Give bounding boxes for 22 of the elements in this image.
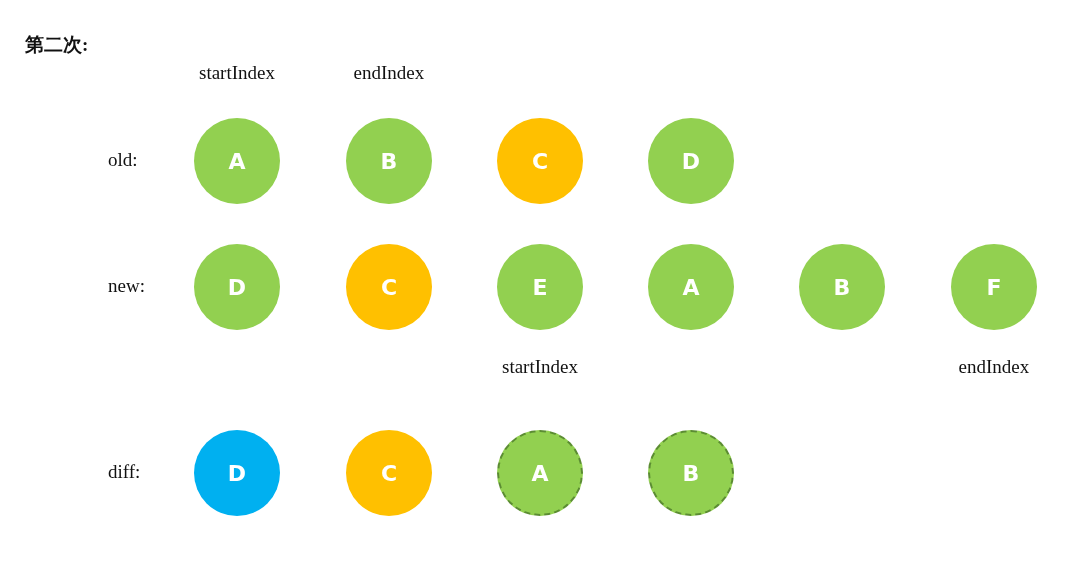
circle-node: D (194, 244, 280, 330)
index-pointer-label: startIndex (199, 62, 275, 84)
circle-node: C (497, 118, 583, 204)
circle-node: F (951, 244, 1037, 330)
title: 第二次: (25, 34, 89, 56)
index-pointer-label: endIndex (958, 356, 1030, 378)
circle-node: C (346, 244, 432, 330)
index-pointer-label: startIndex (502, 356, 578, 378)
circle-node: E (497, 244, 583, 330)
circle-node: A (194, 118, 280, 204)
circle-node: D (194, 430, 280, 516)
circle-node: B (799, 244, 885, 330)
row-label: diff: (108, 461, 141, 483)
row-label: new: (108, 275, 145, 297)
dashed-circle-node: A (497, 430, 583, 516)
circle-node: B (346, 118, 432, 204)
circle-node: A (648, 244, 734, 330)
circle-node: D (648, 118, 734, 204)
circle-node: C (346, 430, 432, 516)
index-pointer-label: endIndex (353, 62, 425, 84)
dashed-circle-node: B (648, 430, 734, 516)
row-label: old: (108, 149, 138, 171)
